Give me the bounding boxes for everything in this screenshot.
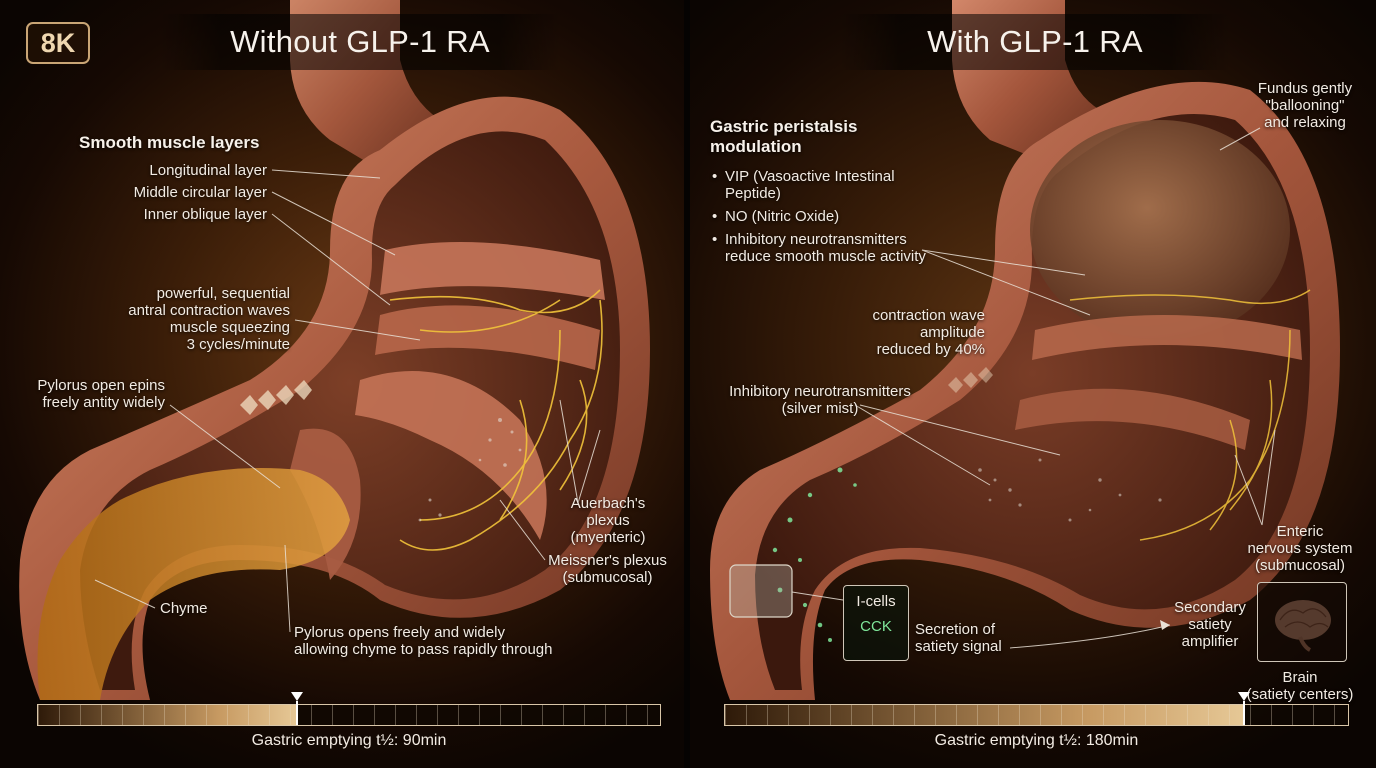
timeline-marker-right <box>1238 692 1251 701</box>
label-middle-circular: Middle circular layer <box>133 184 267 201</box>
without-glp1-panel: 8K Without GLP-1 RA Smooth muscle layers… <box>0 0 684 768</box>
timeline-marker-left <box>291 692 304 701</box>
muscle-layers-heading: Smooth muscle layers <box>79 133 260 152</box>
bullet-no: NO (Nitric Oxide) <box>712 208 926 225</box>
resolution-badge: 8K <box>26 22 90 64</box>
cck-label: CCK <box>860 618 892 635</box>
timeline-ticks-left <box>38 705 660 725</box>
stomach-illustration-right <box>710 0 1340 701</box>
timeline-fill-right <box>725 705 1245 725</box>
emptying-label-left: Gastric emptying t½: 90min <box>251 732 447 749</box>
emptying-timeline-left <box>37 692 661 726</box>
title-text-right: With GLP-1 RA <box>927 24 1143 59</box>
panel-divider <box>684 0 690 768</box>
brain-label: Brain(satiety centers) <box>1246 669 1354 703</box>
timeline-fill-left <box>38 705 298 725</box>
timeline-ticks-right <box>725 705 1348 725</box>
panel-title-left: Without GLP-1 RA <box>160 14 560 70</box>
meissner-plexus-label: Meissner's plexus(submucosal) <box>548 552 667 586</box>
timeline-marker-line-right <box>1243 701 1246 725</box>
icells-box: I-cells CCK <box>843 585 909 661</box>
with-glp1-panel: With GLP-1 RA Fundus gently"ballooning"a… <box>690 0 1376 768</box>
silver-mist-label: Inhibitory neurotransmitters(silver mist… <box>729 383 911 417</box>
label-longitudinal: Longitudinal layer <box>149 162 267 179</box>
emptying-label-right: Gastric emptying t½: 180min <box>934 732 1139 749</box>
brain-box <box>1257 582 1347 662</box>
label-inner-oblique: Inner oblique layer <box>143 206 267 223</box>
emptying-timeline-right <box>724 692 1349 726</box>
title-text-left: Without GLP-1 RA <box>230 24 490 59</box>
fundus-label: Fundus gently"ballooning"and relaxing <box>1257 80 1353 131</box>
panel-title-right: With GLP-1 RA <box>840 14 1230 70</box>
stomach-illustration-left <box>19 0 650 700</box>
timeline-marker-line-left <box>296 701 299 725</box>
icells-label: I-cells <box>856 593 896 610</box>
chyme-label: Chyme <box>160 600 208 617</box>
